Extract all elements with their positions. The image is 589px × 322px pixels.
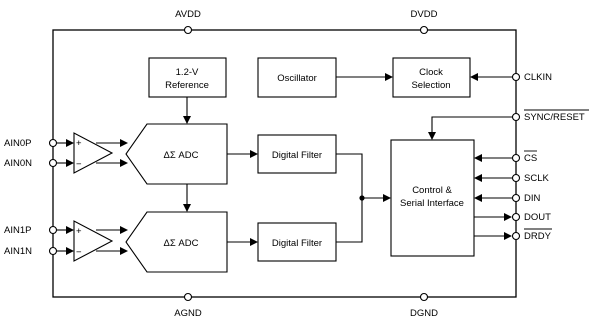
ain0n-pin: AIN0N (4, 158, 58, 169)
filter-merge-line (336, 153, 363, 243)
din-pin: DIN (511, 193, 541, 204)
reference-label-line1: 1.2-V (176, 67, 199, 78)
clock-selection-label-line2: Selection (411, 80, 450, 91)
adc2-label: ΔΣ ADC (164, 238, 199, 249)
amp0-plus-sign: + (76, 138, 82, 149)
sclk-label: SCLK (524, 173, 549, 184)
dvdd-pin: DVDD (411, 9, 438, 35)
sync-reset-label: SYNC/RESET (524, 112, 585, 123)
ain1p-label: AIN1P (4, 225, 31, 236)
amp1-minus-sign: − (76, 247, 82, 258)
sync-reset-pin: SYNC/RESET (511, 109, 589, 123)
sync-reset-to-control-arrow (428, 116, 512, 140)
adc2-block: ΔΣ ADC (125, 211, 228, 273)
amp0-minus-sign: − (76, 159, 82, 170)
agnd-pin: AGND (174, 292, 202, 319)
digital-filter2-label: Digital Filter (272, 238, 322, 249)
amp1-buffer: + − (73, 220, 114, 262)
reference-block: 1.2-V Reference (148, 57, 227, 98)
ain1p-pin: AIN1P (4, 225, 58, 236)
oscillator-block: Oscillator (257, 57, 337, 98)
amp0-buffer: + − (73, 132, 114, 174)
ain0p-label: AIN0P (4, 138, 31, 149)
agnd-label: AGND (174, 308, 202, 319)
dvdd-label: DVDD (411, 9, 438, 20)
digital-filter1-label: Digital Filter (272, 150, 322, 161)
clkin-label: CLKIN (524, 72, 552, 83)
dout-label: DOUT (524, 212, 551, 223)
cs-label: CS (524, 153, 537, 164)
sclk-pin: SCLK (511, 173, 549, 184)
clkin-pin: CLKIN (511, 72, 552, 83)
clock-selection-block: Clock Selection (392, 57, 471, 98)
clock-selection-label-line1: Clock (419, 67, 443, 78)
adc1-block: ΔΣ ADC (125, 123, 228, 185)
control-label-line1: Control & (412, 185, 452, 196)
ain0p-pin: AIN0P (4, 138, 58, 149)
dgnd-label: DGND (410, 308, 438, 319)
control-serial-interface-block: Control & Serial Interface (390, 139, 475, 257)
drdy-pin: DRDY (511, 228, 552, 242)
ain1n-pin: AIN1N (4, 246, 58, 257)
adc1-label: ΔΣ ADC (164, 150, 199, 161)
dgnd-pin: DGND (410, 292, 438, 319)
amp1-plus-sign: + (76, 226, 82, 237)
oscillator-label: Oscillator (277, 73, 317, 84)
ain1n-label: AIN1N (4, 246, 32, 257)
avdd-label: AVDD (175, 9, 201, 20)
cs-pin: CS (511, 150, 537, 164)
digital-filter2-block: Digital Filter (257, 222, 337, 262)
avdd-pin: AVDD (175, 9, 201, 35)
digital-filter1-block: Digital Filter (257, 134, 337, 174)
dout-pin: DOUT (511, 212, 551, 223)
din-label: DIN (524, 193, 541, 204)
control-label-line2: Serial Interface (400, 198, 464, 209)
drdy-label: DRDY (524, 231, 552, 242)
reference-label-line2: Reference (165, 80, 209, 91)
ain0n-label: AIN0N (4, 158, 32, 169)
